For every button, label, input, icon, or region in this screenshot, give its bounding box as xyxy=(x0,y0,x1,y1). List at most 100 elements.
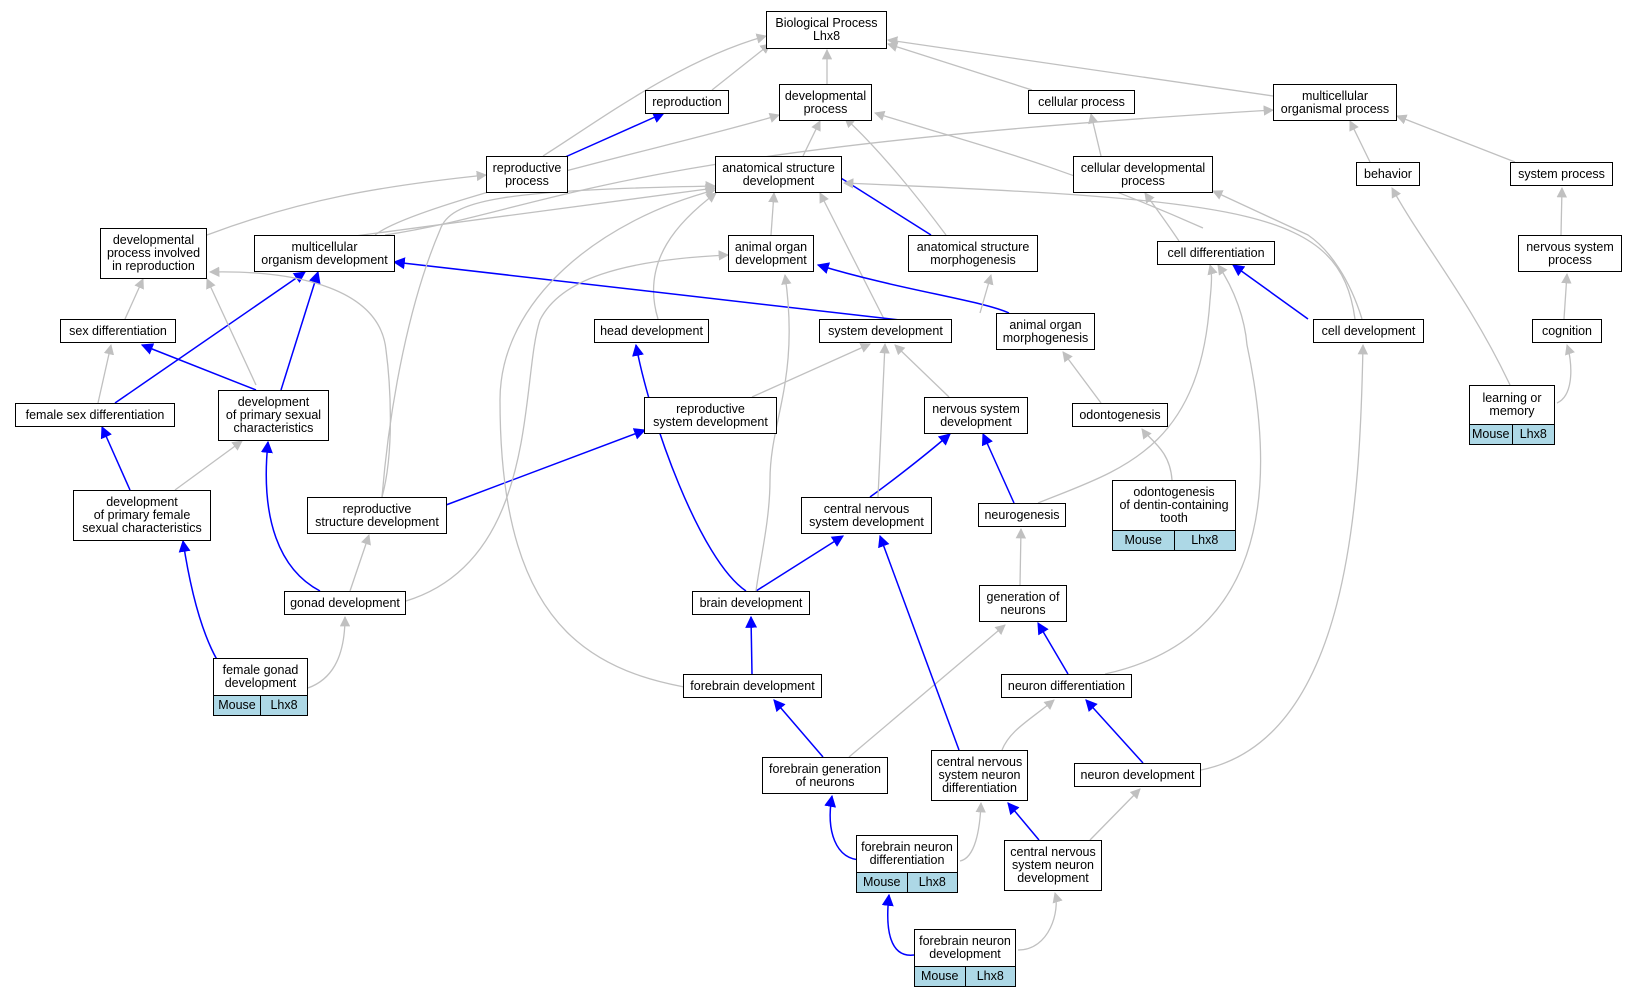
inferred-edge xyxy=(1141,428,1173,481)
inferred-edge xyxy=(1200,343,1369,771)
node-behavior[interactable]: behavior xyxy=(1356,162,1420,186)
node-multicellular-organismal-process[interactable]: multicellular organismal process xyxy=(1273,84,1397,121)
direct-edge xyxy=(755,535,845,592)
node-reproduction[interactable]: reproduction xyxy=(645,90,729,114)
node-nervous-system-development[interactable]: nervous system development xyxy=(924,397,1028,434)
node-cognition[interactable]: cognition xyxy=(1532,319,1602,343)
node-development-of-primary-female-sexual-characteristics[interactable]: development of primary female sexual cha… xyxy=(73,490,211,541)
node-generation-of-neurons[interactable]: generation of neurons xyxy=(979,585,1067,622)
node-cellular-process[interactable]: cellular process xyxy=(1028,90,1135,114)
inferred-edge xyxy=(1212,190,1363,320)
inferred-edge xyxy=(711,43,771,91)
node-cell-differentiation[interactable]: cell differentiation xyxy=(1157,241,1275,265)
inferred-edge xyxy=(844,117,947,236)
node-forebrain-generation-of-neurons[interactable]: forebrain generation of neurons xyxy=(762,757,888,794)
node-biological-process[interactable]: Biological Process Lhx8 xyxy=(766,11,887,49)
node-development-of-primary-sexual-characteristics[interactable]: development of primary sexual characteri… xyxy=(218,390,329,441)
inferred-edge xyxy=(802,120,821,157)
species-tag: Mouse xyxy=(1470,425,1512,444)
direct-edge xyxy=(562,111,666,159)
inferred-edge xyxy=(324,184,717,241)
node-central-nervous-system-neuron-development[interactable]: central nervous system neuron developmen… xyxy=(1004,840,1102,891)
inferred-edge xyxy=(979,274,994,314)
inferred-edge xyxy=(1391,187,1511,386)
direct-edge xyxy=(1232,264,1309,320)
inferred-edge xyxy=(768,191,779,236)
node-developmental-process[interactable]: developmental process xyxy=(779,84,872,121)
node-developmental-process-involved-in-reproduction[interactable]: developmental process involved in reprod… xyxy=(100,228,207,279)
inferred-edge xyxy=(877,342,890,498)
direct-edge xyxy=(1007,802,1040,841)
direct-edge xyxy=(1085,699,1144,764)
direct-edge xyxy=(773,699,824,758)
inferred-edge xyxy=(1556,344,1575,404)
node-anatomical-structure-morphogenesis[interactable]: anatomical structure morphogenesis xyxy=(908,235,1038,272)
inferred-edge xyxy=(819,192,885,320)
node-odontogenesis[interactable]: odontogenesis xyxy=(1072,403,1168,427)
node-nervous-system-process[interactable]: nervous system process xyxy=(1518,235,1622,272)
node-system-process[interactable]: system process xyxy=(1510,162,1613,186)
node-odontogenesis-of-dentin-containing-tooth[interactable]: odontogenesis of dentin-containing tooth… xyxy=(1112,480,1236,551)
annotation-tags: Mouse Lhx8 xyxy=(1470,424,1554,444)
annotation-tags: Mouse Lhx8 xyxy=(915,966,1015,986)
node-neurogenesis[interactable]: neurogenesis xyxy=(978,503,1066,527)
species-tag: Mouse xyxy=(214,696,260,715)
direct-edge xyxy=(280,270,321,391)
node-gonad-development[interactable]: gonad development xyxy=(284,591,406,615)
inferred-edge xyxy=(886,36,1274,97)
node-anatomical-structure-development[interactable]: anatomical structure development xyxy=(715,156,842,193)
inferred-edge xyxy=(349,534,371,592)
inferred-edge xyxy=(1088,112,1102,157)
inferred-edge xyxy=(1037,263,1218,504)
inferred-edge xyxy=(1104,264,1262,675)
node-system-development[interactable]: system development xyxy=(819,319,952,343)
node-neuron-differentiation[interactable]: neuron differentiation xyxy=(1001,674,1132,698)
direct-edge xyxy=(745,615,758,675)
node-multicellular-organism-development[interactable]: multicellular organism development xyxy=(254,235,395,272)
inferred-edge xyxy=(499,187,734,695)
direct-edge xyxy=(114,271,306,404)
direct-edge xyxy=(100,425,131,491)
inferred-edge xyxy=(755,273,792,592)
node-cell-development[interactable]: cell development xyxy=(1313,319,1424,343)
gene-tag: Lhx8 xyxy=(964,967,1015,986)
node-forebrain-neuron-differentiation[interactable]: forebrain neuron differentiation Mouse L… xyxy=(856,835,958,893)
direct-edge xyxy=(878,534,960,751)
inferred-edge xyxy=(887,41,1033,91)
node-head-development[interactable]: head development xyxy=(594,319,709,343)
node-animal-organ-development[interactable]: animal organ development xyxy=(728,235,814,272)
node-reproductive-system-development[interactable]: reproductive system development xyxy=(644,397,777,434)
node-brain-development[interactable]: brain development xyxy=(692,591,810,615)
inferred-edge xyxy=(842,178,1356,320)
inferred-edge xyxy=(894,344,950,398)
node-forebrain-development[interactable]: forebrain development xyxy=(683,674,822,698)
inferred-edge xyxy=(1015,527,1027,586)
node-female-sex-differentiation[interactable]: female sex differentiation xyxy=(15,403,175,427)
inferred-edge xyxy=(174,440,243,491)
node-cellular-developmental-process[interactable]: cellular developmental process xyxy=(1073,156,1213,193)
node-reproductive-process[interactable]: reproductive process xyxy=(486,156,568,193)
annotation-tags: Mouse Lhx8 xyxy=(214,695,307,715)
node-sex-differentiation[interactable]: sex differentiation xyxy=(60,319,176,343)
species-tag: Mouse xyxy=(915,967,965,986)
node-female-gonad-development[interactable]: female gonad development Mouse Lhx8 xyxy=(213,658,308,716)
node-forebrain-neuron-development[interactable]: forebrain neuron development Mouse Lhx8 xyxy=(914,929,1016,987)
direct-edge xyxy=(260,440,321,592)
species-tag: Mouse xyxy=(1113,531,1174,550)
inferred-edge xyxy=(1001,699,1055,751)
node-central-nervous-system-development[interactable]: central nervous system development xyxy=(801,497,932,534)
direct-edge xyxy=(140,343,257,391)
inferred-edge xyxy=(1396,114,1516,163)
node-learning-or-memory[interactable]: learning or memory Mouse Lhx8 xyxy=(1469,385,1555,445)
inferred-edge xyxy=(652,192,717,320)
node-neuron-development[interactable]: neuron development xyxy=(1074,763,1201,787)
inferred-edge xyxy=(405,250,730,602)
node-reproductive-structure-development[interactable]: reproductive structure development xyxy=(307,497,447,534)
inferred-edge xyxy=(384,105,1275,236)
node-animal-organ-morphogenesis[interactable]: animal organ morphogenesis xyxy=(996,313,1095,350)
direct-edge xyxy=(632,343,747,592)
inferred-edge xyxy=(206,278,257,386)
node-central-nervous-system-neuron-differentiation[interactable]: central nervous system neuron differenti… xyxy=(931,750,1028,801)
inferred-edge xyxy=(206,170,488,236)
